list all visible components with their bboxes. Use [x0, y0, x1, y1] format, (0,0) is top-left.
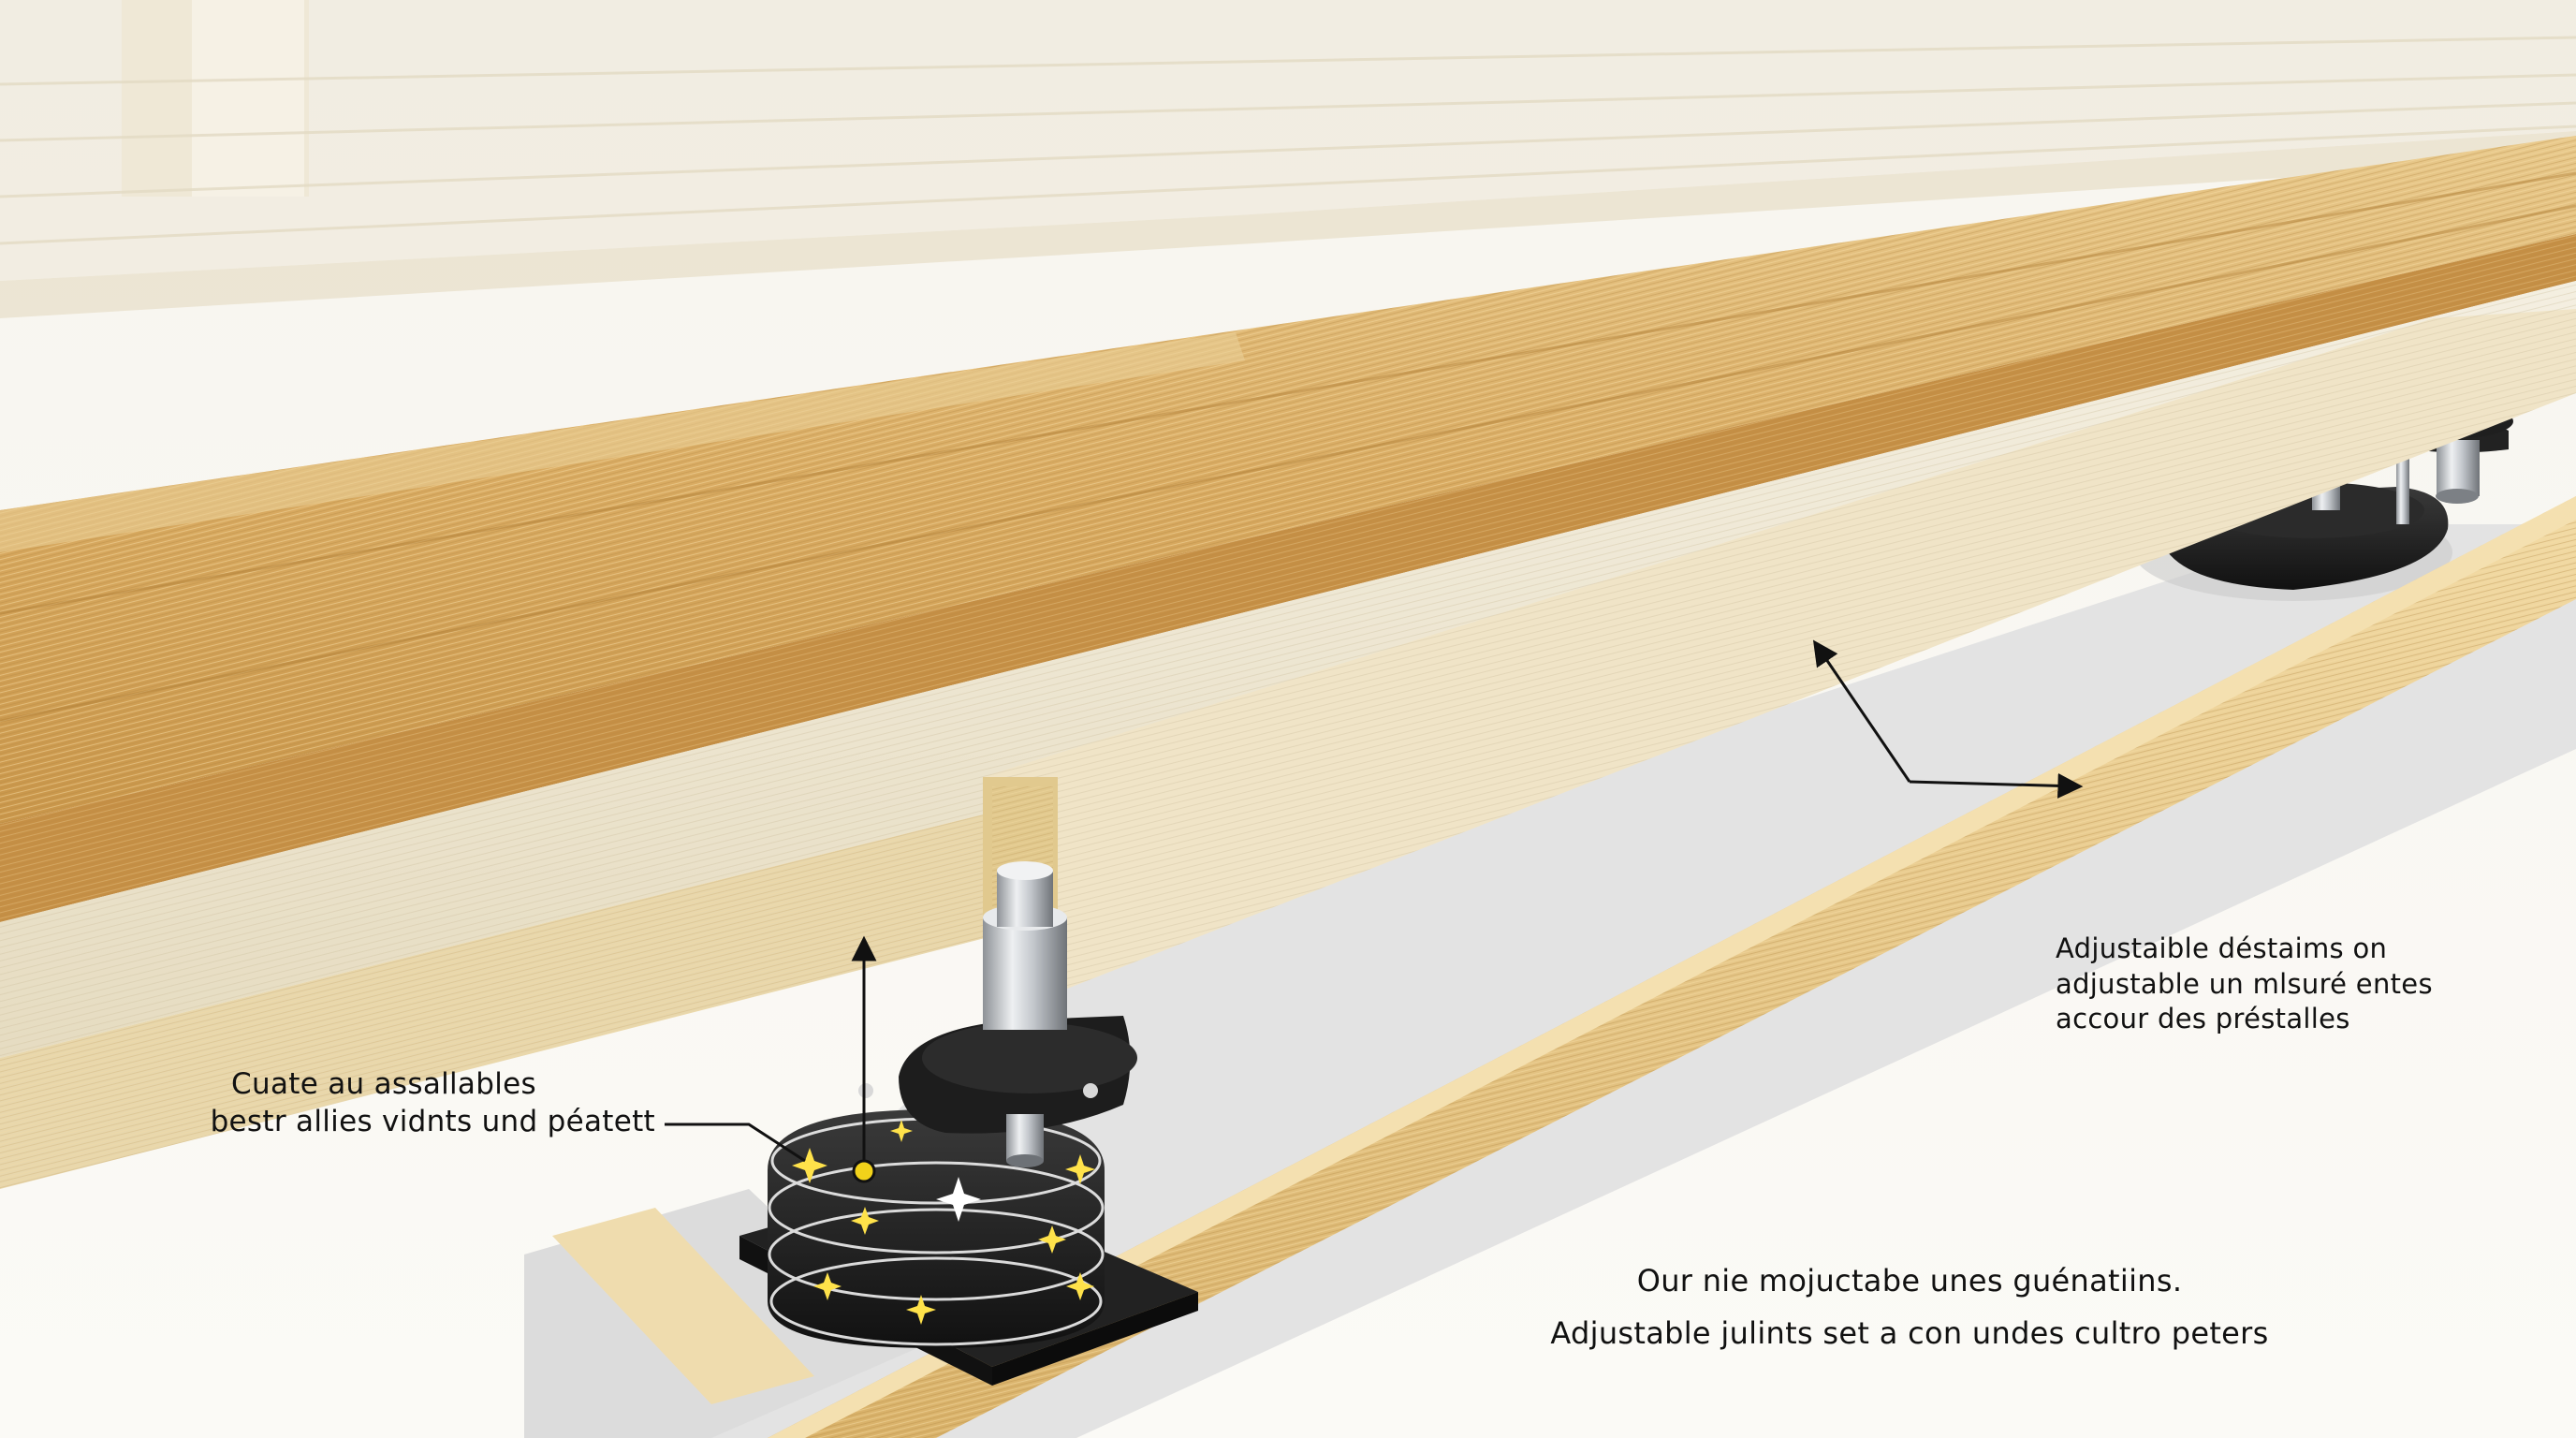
arrow-icon	[665, 639, 2084, 1163]
marker-dot	[852, 1159, 876, 1183]
pale-joist	[0, 281, 2576, 1189]
pedestal-main	[739, 861, 1198, 1386]
caption-line1: Our nie mojuctabe unes guénatiins.	[1636, 1263, 2183, 1299]
caption-line2: Adjustable julints set a con undes cultr…	[1550, 1315, 2269, 1351]
pedestal-callout-line1: Cuate au assallables	[231, 1067, 536, 1101]
right-callout-line1: Adjustaible déstaims on	[2056, 932, 2388, 964]
coil-body	[768, 1109, 1105, 1348]
right-callout-line2: adjustable un mlsuré entes	[2056, 967, 2433, 1000]
right-callout: Adjustaible déstaims on adjustable un ml…	[2056, 932, 2433, 1037]
pedestal-callout: Cuate au assallables bestr allies vidnts…	[140, 1065, 655, 1141]
deck-board	[0, 136, 2576, 922]
spindle	[983, 917, 1067, 1030]
brace	[552, 1208, 814, 1404]
pedestal-callout-line2: bestr allies vidnts und péatett	[210, 1105, 655, 1139]
upper-deck-ghost	[0, 0, 2576, 318]
sparkle-icon	[792, 1120, 1095, 1325]
front-beam	[768, 496, 2576, 1438]
caption: Our nie mojuctabe unes guénatiins. Adjus…	[1460, 1255, 2359, 1359]
right-callout-line3: accour des préstalles	[2056, 1003, 2350, 1035]
